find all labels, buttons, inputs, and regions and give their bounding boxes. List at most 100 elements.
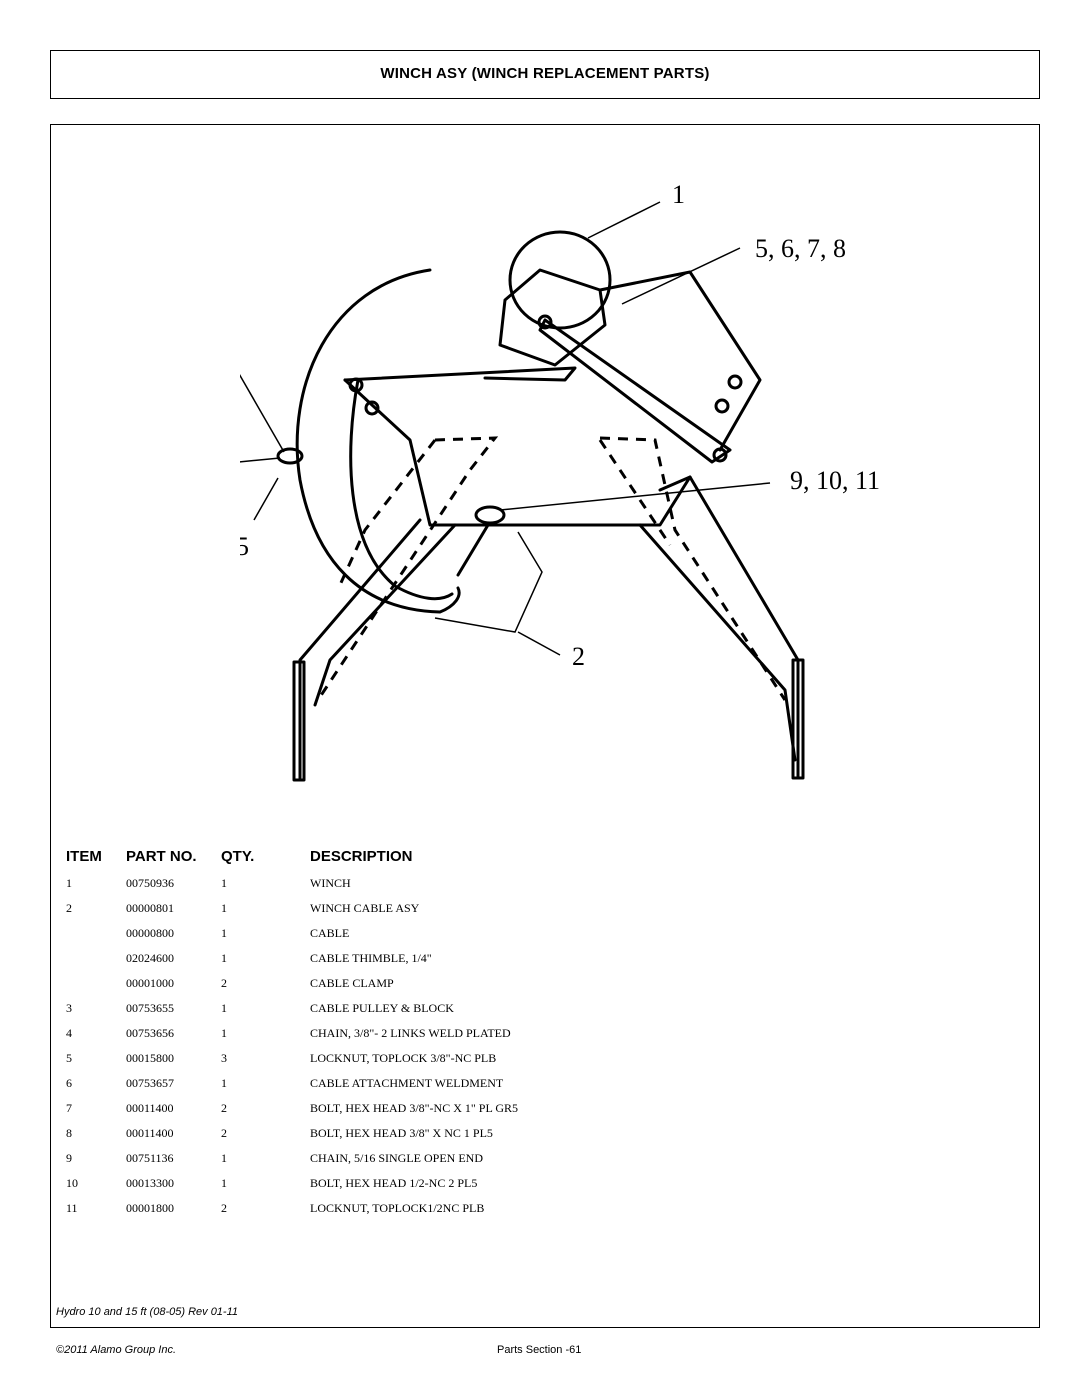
cell-part-no: 00000800: [126, 926, 174, 940]
cell-description: LOCKNUT, TOPLOCK 3/8"-NC PLB: [310, 1051, 497, 1065]
cell-qty: 1: [221, 1076, 227, 1090]
table-row: 10 00013300 1 BOLT, HEX HEAD 1/2-NC 2 PL5: [0, 1176, 1080, 1201]
leader-5: [253, 477, 279, 521]
winch-assembly-diagram: 1 5, 6, 7, 8 3 4 5 9, 10, 11 2: [240, 160, 988, 830]
hole: [714, 398, 730, 414]
cell-part-no: 00015800: [126, 1051, 174, 1065]
table-row: 5 00015800 3 LOCKNUT, TOPLOCK 3/8"-NC PLB: [0, 1051, 1080, 1076]
leader-1: [587, 201, 661, 239]
shroud-outer: [295, 268, 461, 614]
table-row: 4 00753656 1 CHAIN, 3/8"- 2 LINKS WELD PLAT…: [0, 1026, 1080, 1051]
cell-part-no: 00751136: [126, 1151, 174, 1165]
cell-description: CABLE CLAMP: [310, 976, 394, 990]
winch-frame: [498, 268, 607, 367]
cell-part-no: 00000801: [126, 901, 174, 915]
cell-item: 8: [66, 1126, 72, 1140]
cell-description: WINCH: [310, 876, 351, 890]
cell-item: 3: [66, 1001, 72, 1015]
cell-item: 6: [66, 1076, 72, 1090]
cell-description: CABLE THIMBLE, 1/4": [310, 951, 432, 965]
winch-panel: [598, 270, 762, 452]
pulley-block: [474, 505, 506, 525]
hidden-right-a: [599, 436, 787, 701]
cell-item: 7: [66, 1101, 72, 1115]
header-item: ITEM: [66, 848, 102, 865]
cell-description: BOLT, HEX HEAD 3/8"-NC X 1" PL GR5: [310, 1101, 519, 1115]
cell-item: 11: [66, 1201, 78, 1215]
winch-drum: [508, 230, 612, 330]
cell-description: WINCH CABLE ASY: [310, 901, 420, 915]
table-row: 7 00011400 2 BOLT, HEX HEAD 3/8"-NC X 1" PL…: [0, 1101, 1080, 1126]
cell-item: 4: [66, 1026, 72, 1040]
cell-part-no: 00753656: [126, 1026, 174, 1040]
cell-qty: 2: [221, 976, 227, 990]
callout-5: 5: [240, 532, 249, 561]
hole: [537, 314, 553, 330]
cell-description: BOLT, HEX HEAD 1/2-NC 2 PL5: [310, 1176, 478, 1190]
leader-5-8: [621, 247, 741, 305]
hidden-left-a: [316, 436, 499, 701]
leader-2: [517, 631, 561, 656]
hole: [348, 377, 364, 393]
hidden-left-b: [338, 439, 437, 586]
cell-item: 10: [66, 1176, 78, 1190]
content-frame: [50, 124, 1040, 1328]
callout-9-10-11: 9, 10, 11: [790, 466, 880, 495]
cell-qty: 1: [221, 951, 227, 965]
mount-plate: [343, 378, 692, 527]
cell-qty: 1: [221, 901, 227, 915]
hole: [364, 400, 380, 416]
mount-plate-top: [343, 366, 577, 382]
cell-part-no: 00750936: [126, 876, 174, 890]
cell-item: 9: [66, 1151, 72, 1165]
cell-qty: 1: [221, 1026, 227, 1040]
leg-left-inner: [313, 523, 457, 707]
cell-part-no: 00001000: [126, 976, 174, 990]
leg-left-outer: [298, 518, 422, 780]
copyright: ©2011 Alamo Group Inc.: [56, 1344, 177, 1356]
winch-handle: [538, 318, 732, 464]
cell-description: CHAIN, 3/8"- 2 LINKS WELD PLATED: [310, 1026, 511, 1040]
cell-item: 5: [66, 1051, 72, 1065]
winch-drawing: 1 5, 6, 7, 8 3 4 5 9, 10, 11 2: [240, 180, 880, 782]
cell-description: LOCKNUT, TOPLOCK1/2NC PLB: [310, 1201, 485, 1215]
header-part-no: PART NO.: [126, 848, 197, 865]
title-box: WINCH ASY (WINCH REPLACEMENT PARTS): [50, 50, 1040, 99]
table-row: 02024600 1 CABLE THIMBLE, 1/4": [0, 951, 1080, 976]
leg-right-inner: [688, 475, 800, 780]
shroud-inner: [349, 378, 454, 601]
cell-description: CABLE ATTACHMENT WELDMENT: [310, 1076, 504, 1090]
foot-left: [292, 660, 306, 782]
callout-5-6-7-8: 5, 6, 7, 8: [755, 234, 846, 263]
cell-qty: 2: [221, 1126, 227, 1140]
section-label: Parts Section -61: [497, 1344, 582, 1356]
pulley-side: [276, 447, 304, 465]
cell-description: CHAIN, 5/16 SINGLE OPEN END: [310, 1151, 483, 1165]
cell-part-no: 00001800: [126, 1201, 174, 1215]
cell-qty: 3: [221, 1051, 227, 1065]
cell-description: CABLE PULLEY & BLOCK: [310, 1001, 454, 1015]
cell-part-no: 00011400: [126, 1101, 174, 1115]
page-title: WINCH ASY (WINCH REPLACEMENT PARTS): [380, 65, 710, 82]
cell-part-no: 02024600: [126, 951, 174, 965]
header-description: DESCRIPTION: [310, 848, 413, 865]
hidden-right-b: [598, 439, 672, 546]
hole: [712, 447, 728, 463]
leader-9-11: [499, 482, 771, 511]
cell-qty: 2: [221, 1101, 227, 1115]
cell-item: 1: [66, 876, 72, 890]
cell-part-no: 00011400: [126, 1126, 174, 1140]
cell-part-no: 00013300: [126, 1176, 174, 1190]
hole: [727, 374, 743, 390]
leader-2-bracket: [434, 531, 543, 633]
cell-qty: 1: [221, 1176, 227, 1190]
cell-qty: 1: [221, 1001, 227, 1015]
header-qty: QTY.: [221, 848, 255, 865]
